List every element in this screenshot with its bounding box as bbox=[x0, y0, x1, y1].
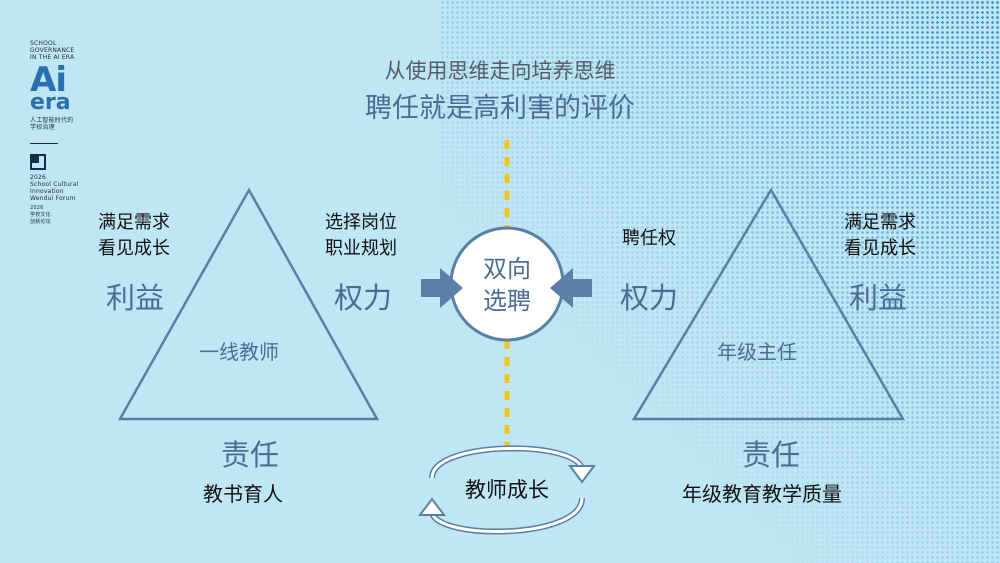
teacher-growth-label: 教师成长 bbox=[465, 478, 549, 502]
right-power-desc: 聘任权 bbox=[622, 228, 676, 249]
logo-governance-text: GOVERNANCE bbox=[30, 47, 75, 54]
right-interest-desc-line2: 看见成长 bbox=[844, 238, 916, 259]
forum-line1: School Cultural bbox=[30, 181, 79, 188]
slide-subtitle: 从使用思维走向培养思维 bbox=[384, 59, 616, 83]
left-interest-desc: 满足需求 看见成长 bbox=[98, 210, 170, 262]
cycle-arc-top-inner bbox=[430, 446, 584, 479]
center-circle-line2: 选聘 bbox=[483, 287, 531, 315]
right-triangle bbox=[631, 187, 906, 421]
right-arrow-icon bbox=[550, 268, 592, 308]
forum-logo-icon bbox=[30, 154, 46, 170]
left-interest-label: 利益 bbox=[106, 281, 165, 315]
cycle-arrowhead-bottom-icon bbox=[418, 497, 446, 516]
forum-year: 2026 bbox=[30, 174, 47, 181]
forum-cn2: 创新论坛 bbox=[30, 219, 51, 225]
logo-cn-line2: 学校治理 bbox=[30, 124, 55, 131]
cycle-arc-bottom-inner bbox=[430, 497, 584, 533]
logo-school-text: SCHOOL bbox=[30, 40, 57, 47]
center-circle-text: 双向 选聘 bbox=[457, 253, 557, 317]
left-arrow-icon bbox=[421, 268, 463, 308]
cycle-arrowhead-top-icon bbox=[568, 465, 596, 484]
left-power-desc-line1: 选择岗位 bbox=[325, 212, 397, 233]
left-power-desc: 选择岗位 职业规划 bbox=[325, 210, 397, 262]
forum-line2: Innovation bbox=[30, 188, 64, 195]
logo-ai-era-text: IN THE AI ERA bbox=[30, 54, 75, 61]
left-interest-desc-line2: 看见成长 bbox=[98, 238, 170, 259]
left-triangle bbox=[117, 187, 380, 421]
left-role-label: 一线教师 bbox=[199, 340, 279, 364]
logo-block: SCHOOL GOVERNANCE IN THE AI ERA Ai era 人… bbox=[30, 40, 120, 226]
left-responsibility-label: 责任 bbox=[221, 438, 280, 472]
forum-small-year: 2026 bbox=[30, 205, 44, 211]
center-circle-line1: 双向 bbox=[483, 255, 531, 283]
left-power-label: 权力 bbox=[334, 281, 393, 315]
right-power-label: 权力 bbox=[620, 281, 679, 315]
left-power-desc-line2: 职业规划 bbox=[325, 238, 397, 259]
right-responsibility-desc: 年级教育教学质量 bbox=[682, 482, 842, 506]
right-interest-desc: 满足需求 看见成长 bbox=[844, 210, 916, 262]
logo-cn-line1: 人工智能时代的 bbox=[30, 117, 74, 124]
logo-era-mark: era bbox=[30, 90, 71, 115]
slide-title: 聘任就是高利害的评价 bbox=[365, 93, 635, 124]
right-interest-desc-line1: 满足需求 bbox=[844, 212, 916, 233]
right-responsibility-label: 责任 bbox=[742, 438, 801, 472]
forum-cn1: 学校文化 bbox=[30, 212, 51, 218]
logo-divider bbox=[30, 143, 58, 144]
left-responsibility-desc: 教书育人 bbox=[203, 482, 283, 506]
right-role-label: 年级主任 bbox=[717, 340, 797, 364]
forum-line3: Wendui Forum bbox=[30, 195, 76, 202]
right-interest-label: 利益 bbox=[849, 281, 908, 315]
logo-ai-mark: Ai bbox=[30, 60, 67, 100]
left-interest-desc-line1: 满足需求 bbox=[98, 212, 170, 233]
